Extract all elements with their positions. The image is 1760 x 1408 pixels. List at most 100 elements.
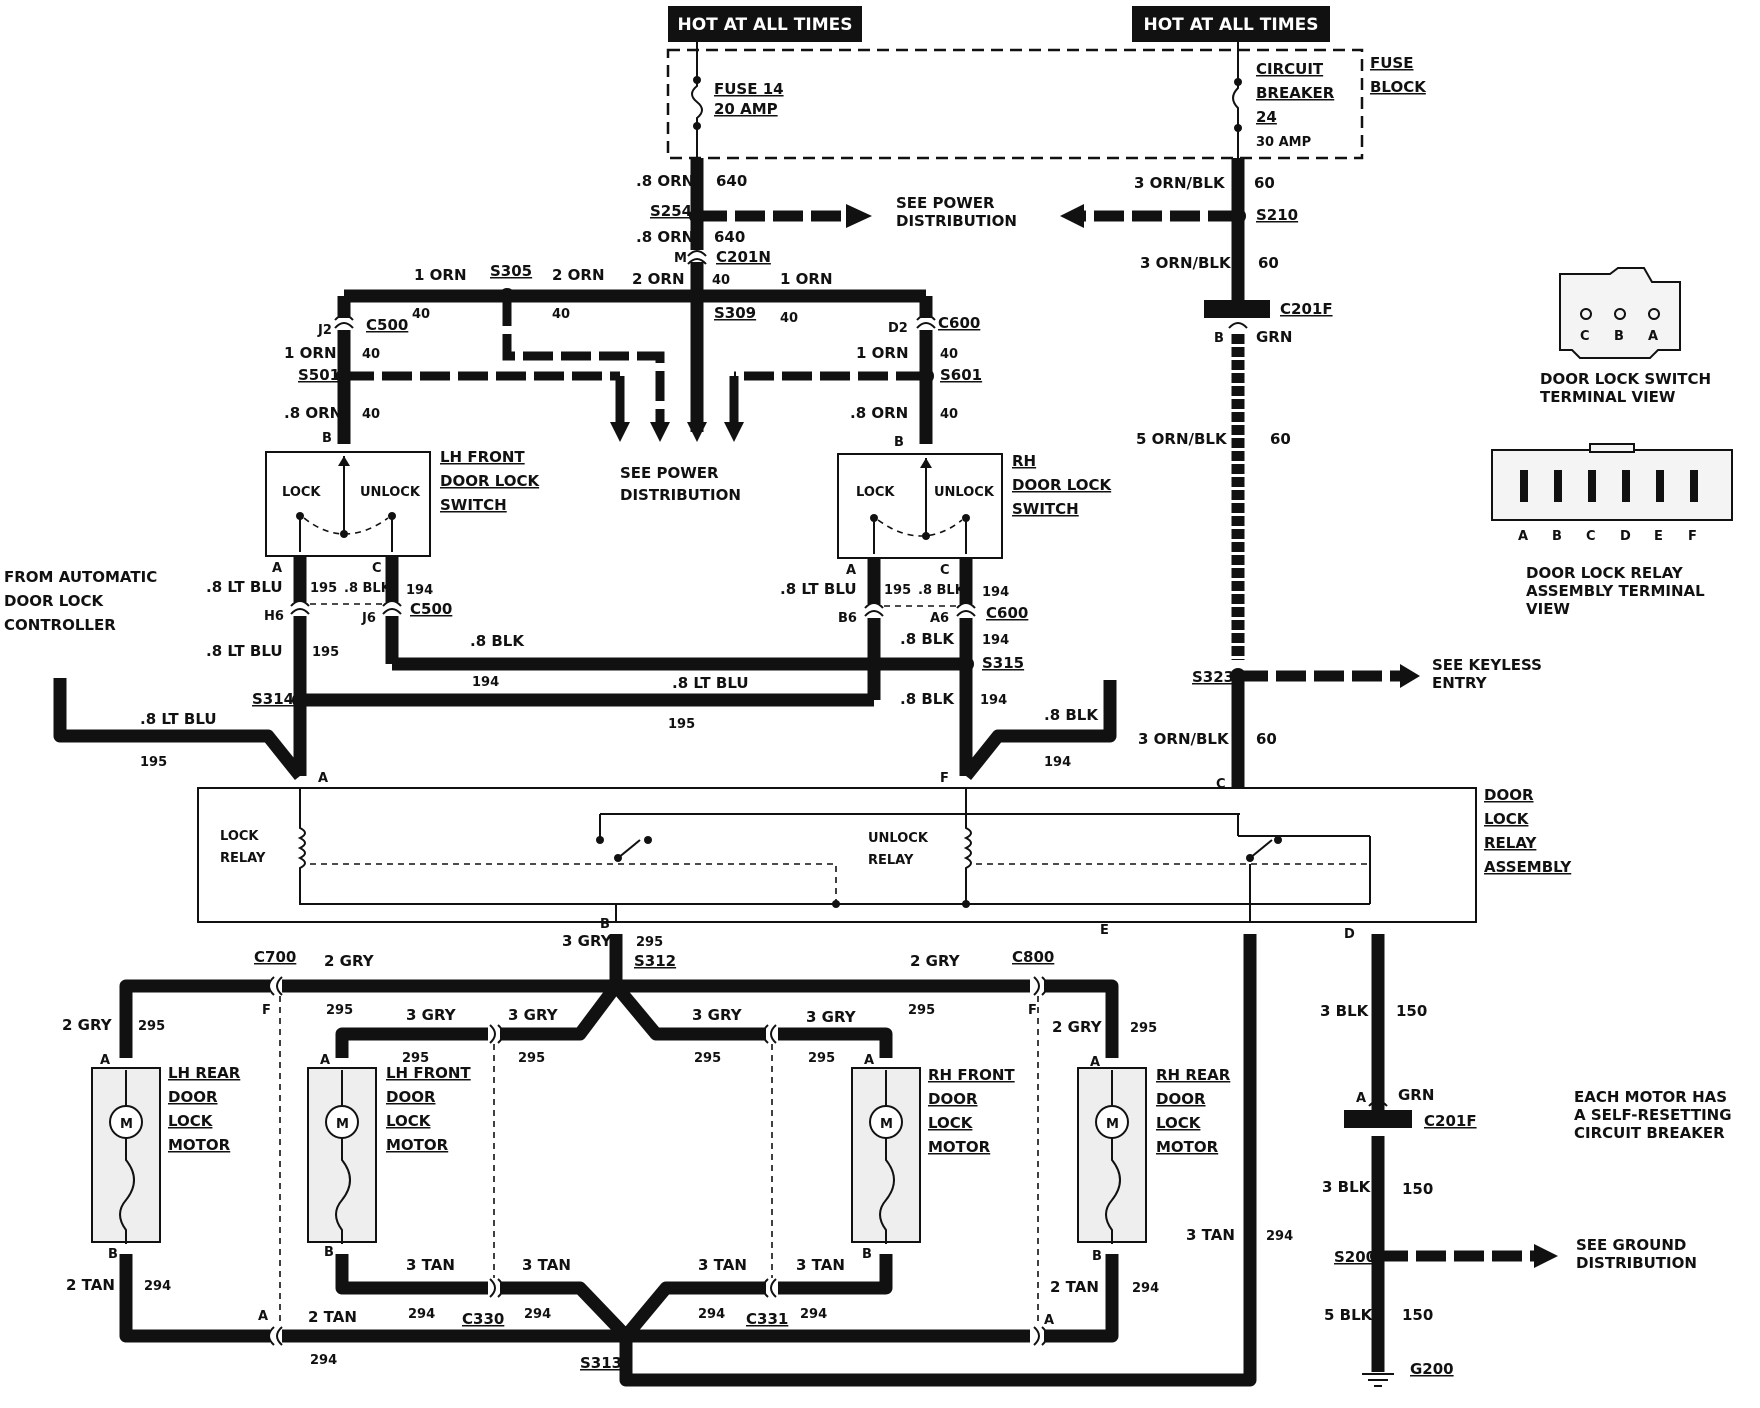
see-power-dist-1: SEE POWER — [896, 194, 995, 212]
lh-switch-title-2: DOOR LOCK — [440, 472, 541, 490]
connector-c500-label: C500 — [366, 316, 408, 334]
wire-label-grn-b: GRN — [1398, 1086, 1434, 1104]
wire-label-gry2-c: 2 GRY — [62, 1016, 113, 1034]
relay-terminal-view — [1491, 443, 1733, 521]
see-keyless-2: ENTRY — [1432, 674, 1488, 692]
lock-relay-label-1: LOCK — [220, 829, 259, 844]
cb-number: 24 — [1256, 108, 1277, 126]
splice-s200: S200 — [1334, 1248, 1376, 1266]
relay-view-title-1: DOOR LOCK RELAY — [1526, 564, 1684, 582]
pin-a-lh-front: A — [320, 1053, 330, 1068]
switch-view-title-1: DOOR LOCK SWITCH — [1540, 370, 1711, 388]
fuse-rating: 20 AMP — [714, 100, 778, 118]
connector-c201f-label-b: C201F — [1424, 1112, 1477, 1130]
connector-c201f-label-a: C201F — [1280, 300, 1333, 318]
door-lock-switch-terminal-view — [1559, 267, 1681, 359]
motor-splices — [607, 977, 635, 1345]
relay-title-3: RELAY — [1484, 834, 1538, 852]
wire-code-150-a: 150 — [1396, 1002, 1427, 1020]
wire-label-ltblu-a: .8 LT BLU — [206, 578, 283, 596]
wire-code-60-b: 60 — [1258, 254, 1279, 272]
relay-pin-f: F — [1688, 529, 1697, 544]
ground-g200: G200 — [1410, 1360, 1454, 1378]
pin-b-lh-rear: B — [108, 1247, 118, 1262]
wire-label-orn08-c: .8 ORN — [284, 404, 342, 422]
pin-b-rh-front: B — [862, 1247, 872, 1262]
switch-pin-a: A — [1648, 329, 1658, 344]
pin-f-relay: F — [940, 771, 949, 786]
switch-output-wires — [53, 556, 1117, 781]
wire-code-295-i: 295 — [808, 1051, 835, 1066]
door-lock-relay-assembly — [197, 787, 1477, 923]
wire-label-gry3-a: 3 GRY — [562, 932, 613, 950]
pin-a-c700: A — [258, 1309, 268, 1324]
wire-code-60-d: 60 — [1256, 730, 1277, 748]
lh-rear-title-1: LH REAR — [168, 1064, 241, 1082]
wire-label-tan2-b: 2 TAN — [1050, 1278, 1099, 1296]
wire-code-294-g: 294 — [800, 1307, 827, 1322]
wire-label-orn1-b: 1 ORN — [780, 270, 833, 288]
connector-c500 — [334, 314, 354, 329]
wire-label-ornblk-c: 5 ORN/BLK — [1136, 430, 1228, 448]
pin-b-lh-switch: B — [322, 431, 332, 446]
connector-c201n-label: C201N — [716, 248, 771, 266]
lh-front-title-3: LOCK — [386, 1112, 432, 1130]
wire-code-295-g: 295 — [518, 1051, 545, 1066]
wire-label-blk-c: .8 BLK — [918, 583, 966, 598]
rh-rear-title-2: DOOR — [1156, 1090, 1206, 1108]
cb-rating: 30 AMP — [1256, 135, 1311, 150]
keyless-entry-arrow — [1060, 204, 1420, 688]
lh-front-motor-m: M — [336, 1117, 349, 1132]
pin-d2: D2 — [888, 321, 908, 336]
connector-c500-lower — [290, 600, 402, 615]
wire-code-40-f: 40 — [362, 407, 380, 422]
unlock-relay-label-1: UNLOCK — [868, 831, 929, 846]
wire-code-194-a: 194 — [406, 583, 433, 598]
connector-c330-label: C330 — [462, 1310, 504, 1328]
wire-code-294-h: 294 — [310, 1353, 337, 1368]
see-ground-1: SEE GROUND — [1576, 1236, 1686, 1254]
wire-code-195-a: 195 — [310, 581, 337, 596]
relay-title-4: ASSEMBLY — [1484, 858, 1572, 876]
lh-switch-lock: LOCK — [282, 485, 321, 500]
see-ground-2: DISTRIBUTION — [1576, 1254, 1697, 1272]
see-power-dist-2: DISTRIBUTION — [896, 212, 1017, 230]
wire-label-ornblk-a: 3 ORN/BLK — [1134, 174, 1226, 192]
splice-s315: S315 — [982, 654, 1024, 672]
wire-code-40-b: 40 — [412, 307, 430, 322]
connector-c600-label-2: C600 — [986, 604, 1028, 622]
splice-s501: S501 — [298, 366, 340, 384]
orange-splices — [336, 208, 934, 384]
wire-label-gry3-c: 3 GRY — [508, 1006, 559, 1024]
wire-label-tan3-b: 3 TAN — [522, 1256, 571, 1274]
wire-code-294-f: 294 — [698, 1307, 725, 1322]
lh-front-door-lock-switch — [265, 451, 431, 557]
wire-label-gry3-b: 3 GRY — [406, 1006, 457, 1024]
wire-code-295-d: 295 — [908, 1003, 935, 1018]
connector-c600-label: C600 — [938, 314, 980, 332]
hot-label-bg-2 — [1132, 6, 1330, 42]
hot-label-bg — [668, 6, 862, 42]
wire-label-orn1-d: 1 ORN — [856, 344, 909, 362]
pin-b6: B6 — [838, 611, 857, 626]
rh-front-motor-m: M — [880, 1117, 893, 1132]
wire-code-194-d: 194 — [982, 633, 1009, 648]
rh-rear-door-lock-motor — [1077, 1067, 1147, 1244]
relay-title-2: LOCK — [1484, 810, 1530, 828]
wire-label-ltblu-b: .8 LT BLU — [206, 642, 283, 660]
wire-code-194-b: 194 — [472, 675, 499, 690]
wire-label-blk-f: .8 BLK — [1044, 706, 1099, 724]
wire-code-294-b: 294 — [1132, 1281, 1159, 1296]
rh-switch-unlock: UNLOCK — [934, 485, 995, 500]
connector-c201f-upper — [1204, 300, 1270, 329]
pin-b-c201f: B — [1214, 331, 1224, 346]
pin-a-relay: A — [318, 771, 328, 786]
lh-front-title-1: LH FRONT — [386, 1064, 471, 1082]
lh-switch-title-1: LH FRONT — [440, 448, 525, 466]
lh-switch-unlock: UNLOCK — [360, 485, 421, 500]
rh-front-title-3: LOCK — [928, 1114, 974, 1132]
splice-s601: S601 — [940, 366, 982, 384]
rh-switch-title-2: DOOR LOCK — [1012, 476, 1113, 494]
pin-c-relay: C — [1216, 777, 1226, 792]
cb-label-1: CIRCUIT — [1256, 60, 1324, 78]
